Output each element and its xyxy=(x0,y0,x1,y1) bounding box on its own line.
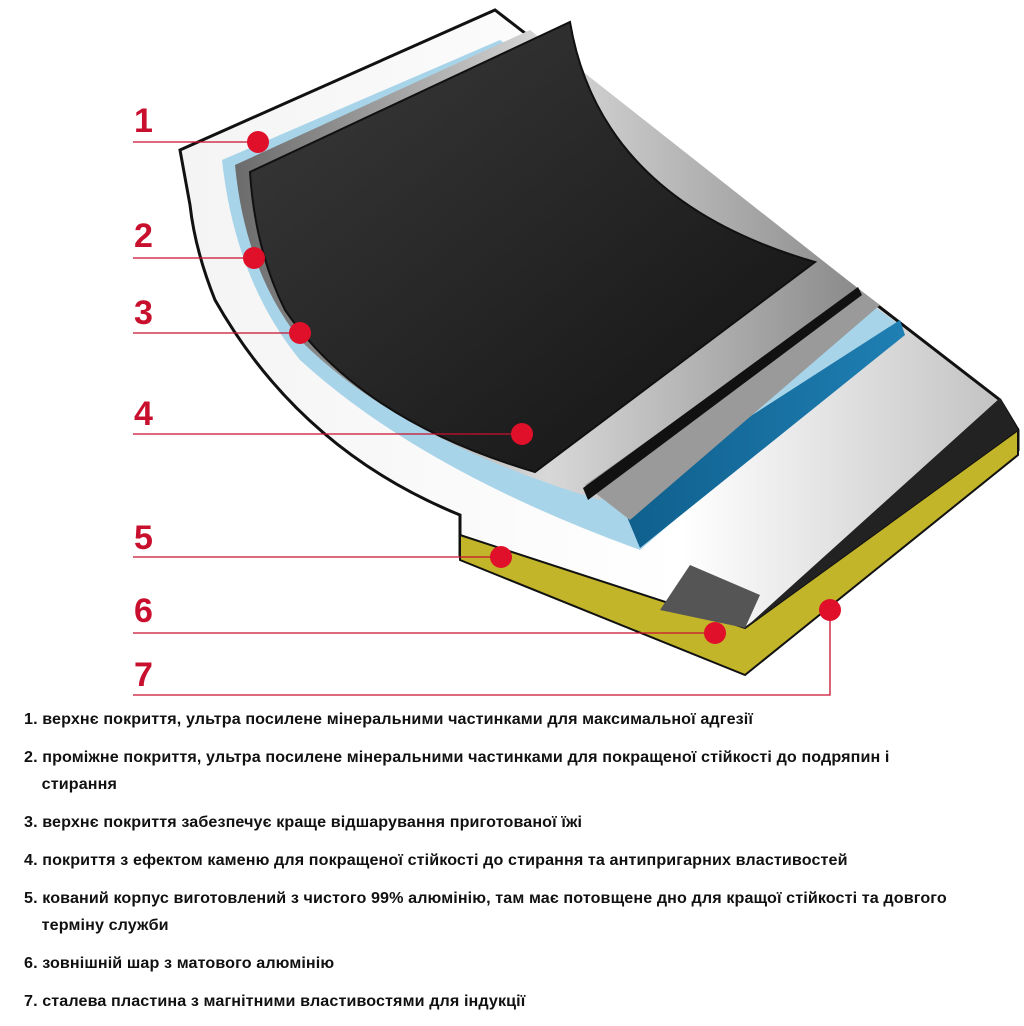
callout-number-5: 5 xyxy=(134,519,153,557)
legend-item-2: 2. проміжне покриття, ультра посилене мі… xyxy=(24,744,1024,798)
legend-text: 7. сталева пластина з магнітними властив… xyxy=(24,993,526,1010)
callout-number-7: 7 xyxy=(134,656,153,694)
callout-dot-3 xyxy=(289,322,311,344)
legend-text-continued: терміну служби xyxy=(41,917,169,934)
callout-number-2: 2 xyxy=(134,217,153,255)
legend-item-6: 6. зовнішній шар з матового алюмінію xyxy=(24,950,1024,977)
legend-text-continued: стирання xyxy=(41,776,117,793)
pan-layers-diagram: 1 2 3 4 5 6 7 xyxy=(133,8,1020,696)
callout-dot-7 xyxy=(819,599,841,621)
legend-text: 4. покриття з ефектом каменю для покраще… xyxy=(24,852,848,869)
gray-layer-upper xyxy=(585,290,880,520)
callout-dot-4 xyxy=(511,423,533,445)
legend-text: 1. верхнє покриття, ультра посилене міне… xyxy=(24,711,753,728)
callout-number-3: 3 xyxy=(134,294,153,332)
black-divider xyxy=(583,287,862,500)
legend-text: 6. зовнішній шар з матового алюмінію xyxy=(24,955,335,972)
layer-legend: 1. верхнє покриття, ультра посилене міне… xyxy=(24,706,1024,1026)
callout-dot-5 xyxy=(490,546,512,568)
callout-dot-2 xyxy=(243,247,265,269)
callout-dot-1 xyxy=(247,131,269,153)
legend-item-1: 1. верхнє покриття, ультра посилене міне… xyxy=(24,706,1024,733)
callout-lines xyxy=(133,141,831,696)
legend-item-5: 5. кований корпус виготовлений з чистого… xyxy=(24,885,1024,939)
base-right-bevel xyxy=(745,398,1018,628)
legend-text: 3. верхнє покриття забезпечує краще відш… xyxy=(24,814,583,831)
callout-number-4: 4 xyxy=(134,395,153,433)
top-coating-layer xyxy=(248,20,818,474)
blue-layer xyxy=(620,320,905,548)
legend-item-4: 4. покриття з ефектом каменю для покраще… xyxy=(24,847,1024,874)
legend-item-7: 7. сталева пластина з магнітними властив… xyxy=(24,988,1024,1015)
callout-dots xyxy=(243,131,841,644)
legend-item-3: 3. верхнє покриття забезпечує краще відш… xyxy=(24,809,1024,836)
callout-number-6: 6 xyxy=(134,592,153,630)
legend-text: 2. проміжне покриття, ультра посилене мі… xyxy=(24,749,890,766)
legend-text: 5. кований корпус виготовлений з чистого… xyxy=(24,890,947,907)
callout-number-1: 1 xyxy=(134,102,153,140)
base-top-edge xyxy=(660,565,760,628)
callout-dot-6 xyxy=(704,622,726,644)
